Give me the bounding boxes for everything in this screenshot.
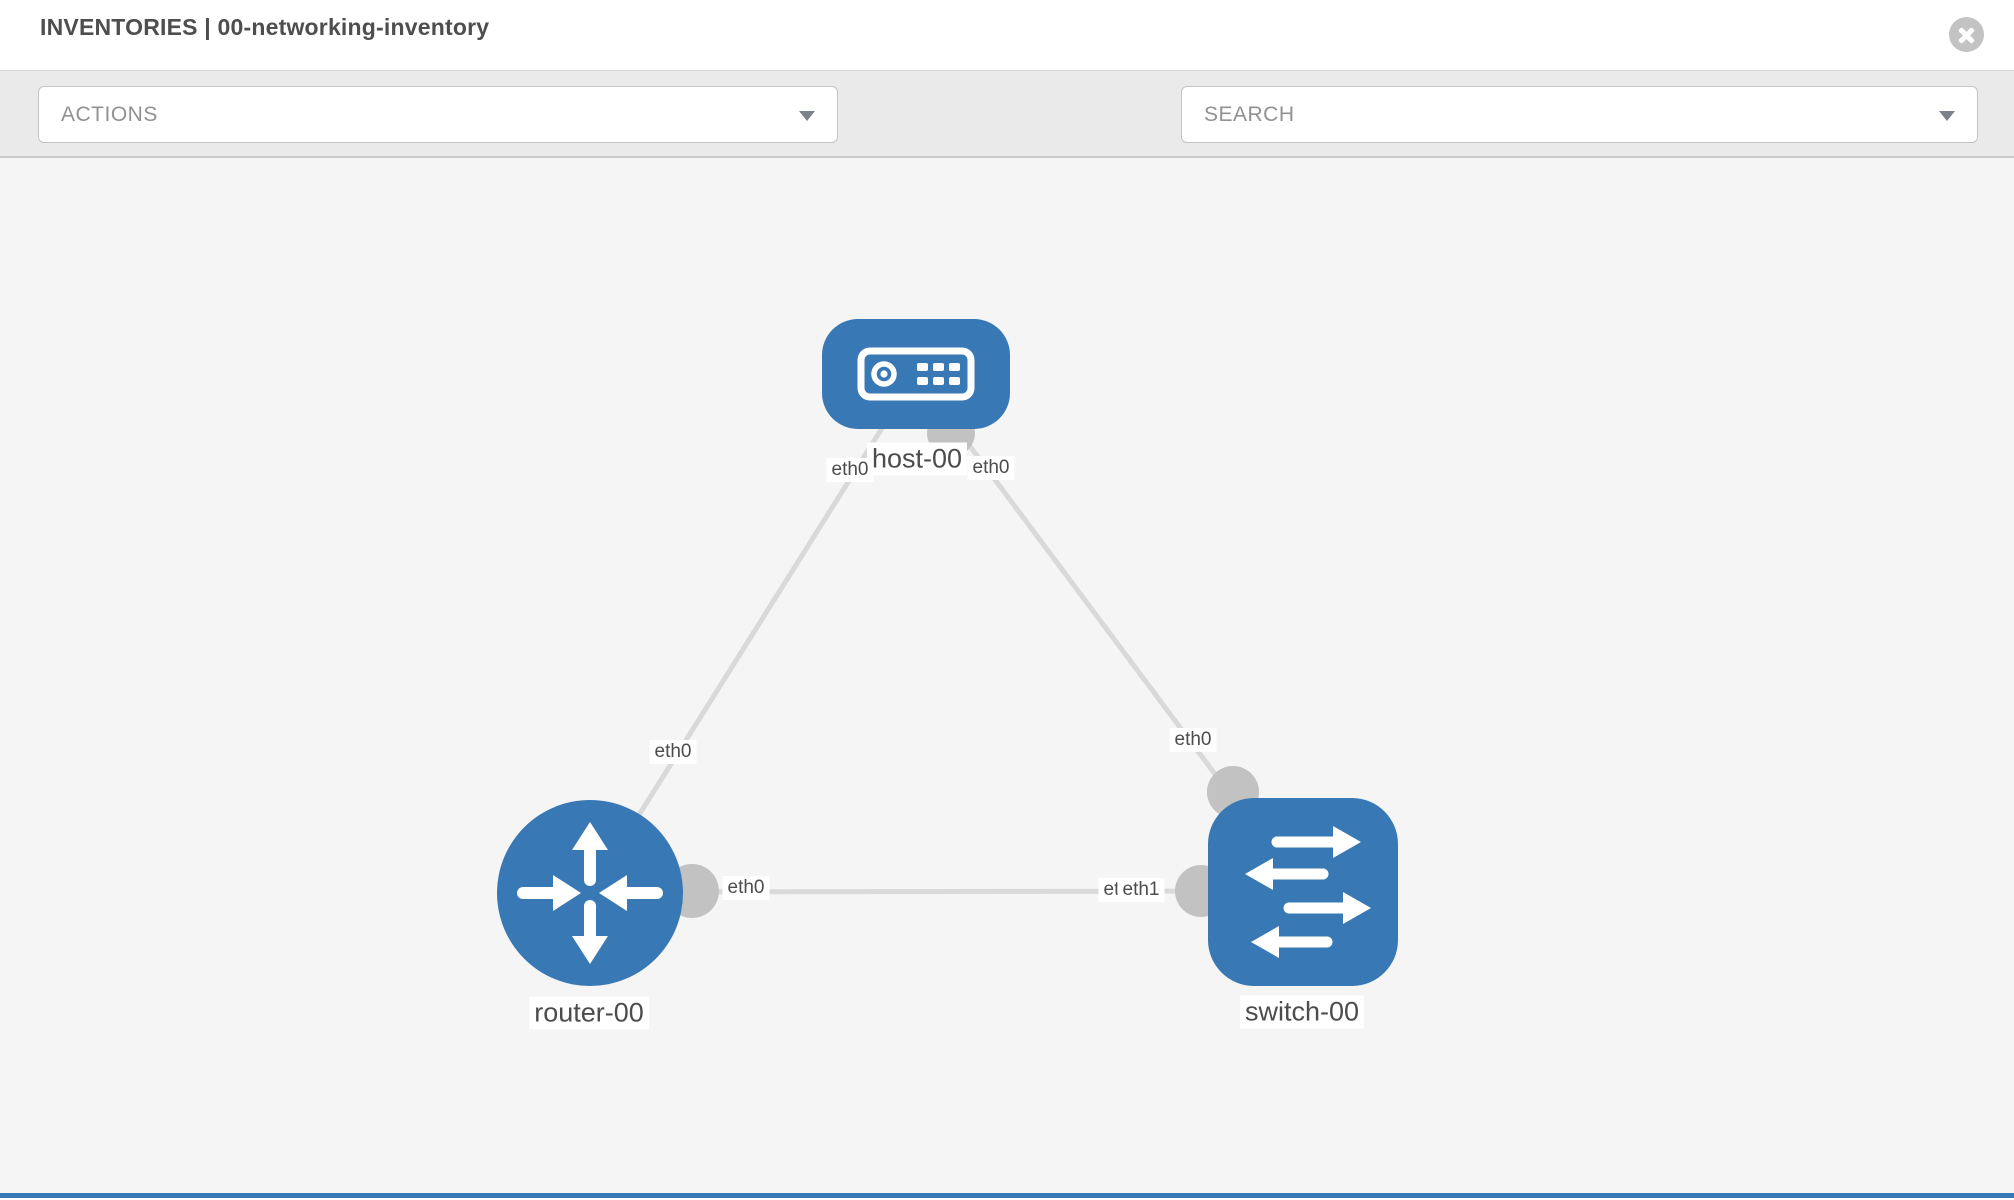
actions-dropdown[interactable]: ACTIONS <box>38 86 838 143</box>
close-icon[interactable] <box>1949 17 1984 52</box>
footer-accent-bar <box>0 1193 2014 1198</box>
search-dropdown[interactable]: SEARCH <box>1181 86 1978 143</box>
node-router-00[interactable] <box>497 800 683 986</box>
switch-icon <box>1245 826 1371 958</box>
node-label-host: host-00 <box>866 442 968 476</box>
toolbar: ACTIONS SEARCH <box>0 70 2014 209</box>
chevron-down-icon <box>799 111 815 121</box>
iface-label: eth1 <box>1117 878 1165 902</box>
node-switch-00[interactable] <box>1208 798 1398 986</box>
topology-canvas[interactable]: host-00 router-00 switch-00 eth0 eth0 et… <box>0 158 2014 1198</box>
host-icon <box>857 347 975 401</box>
iface-label: eth0 <box>1169 728 1217 752</box>
page-header: INVENTORIES | 00-networking-inventory <box>0 0 2014 70</box>
node-label-router: router-00 <box>529 996 649 1030</box>
topology-links <box>587 372 1306 918</box>
iface-label: eth0 <box>826 458 874 482</box>
chevron-down-icon <box>1939 111 1955 121</box>
node-label-switch: switch-00 <box>1239 995 1365 1029</box>
search-dropdown-label: SEARCH <box>1204 102 1295 126</box>
iface-label: eth0 <box>967 456 1015 480</box>
iface-label: eth0 <box>722 876 770 900</box>
iface-label: eth0 <box>649 740 697 764</box>
node-host-00[interactable] <box>822 319 1010 429</box>
router-icon <box>517 822 663 964</box>
page-title: INVENTORIES | 00-networking-inventory <box>40 14 490 40</box>
actions-dropdown-label: ACTIONS <box>61 102 158 126</box>
